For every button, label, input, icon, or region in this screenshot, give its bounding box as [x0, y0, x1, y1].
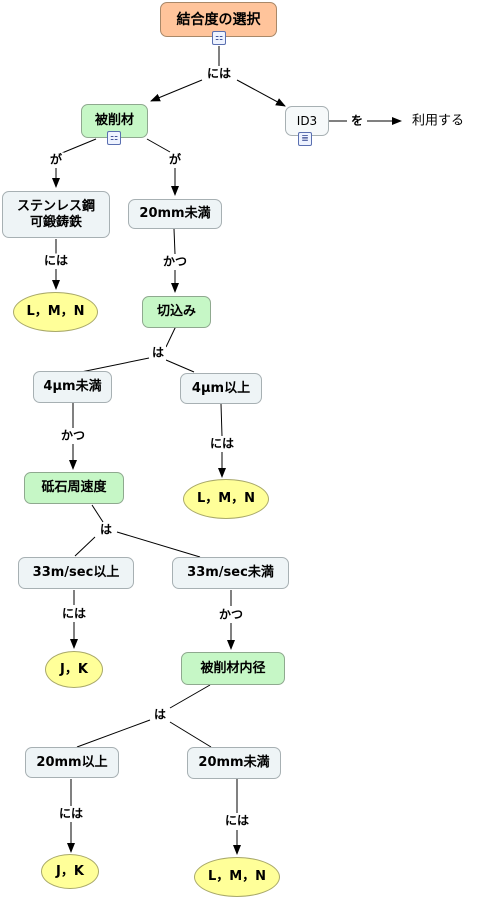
- link-label: には: [204, 66, 234, 82]
- node-20mm-over[interactable]: 20mm以上: [25, 747, 119, 778]
- node-20mm-under[interactable]: 20mm未満: [128, 199, 222, 229]
- node-4um-under[interactable]: 4μm未満: [33, 371, 112, 403]
- document-icon[interactable]: ≣: [298, 132, 312, 146]
- node-inner-diameter[interactable]: 被削材内径: [181, 652, 285, 685]
- hierarchy-icon[interactable]: ⚏: [212, 31, 226, 45]
- edge: [173, 228, 176, 255]
- node-20mm-under[interactable]: 20mm未満: [187, 747, 281, 779]
- edge: [220, 403, 223, 437]
- node-result-jk[interactable]: J，K: [45, 651, 103, 688]
- edge: [165, 359, 195, 373]
- link-label: かつ: [160, 254, 190, 270]
- link-label: には: [207, 436, 237, 452]
- hierarchy-icon[interactable]: ⚏: [107, 131, 121, 145]
- node-result-lmn[interactable]: L，M，N: [194, 857, 280, 897]
- node-depth-of-cut[interactable]: 切込み: [142, 296, 211, 328]
- link-label: かつ: [216, 607, 246, 623]
- edge: [80, 357, 150, 373]
- edge: [116, 531, 201, 558]
- link-label: には: [222, 813, 252, 829]
- edge: [74, 536, 96, 557]
- node-id3[interactable]: ID3: [285, 106, 329, 136]
- node-4um-over[interactable]: 4μm以上: [180, 373, 262, 404]
- link-label: は: [151, 707, 169, 723]
- edge: [236, 79, 286, 107]
- link-label: が: [47, 152, 65, 168]
- edge: [169, 721, 212, 748]
- link-label: は: [97, 522, 115, 538]
- link-label: には: [59, 606, 89, 622]
- node-33-under[interactable]: 33m/sec未満: [172, 557, 289, 589]
- link-label: には: [41, 253, 71, 269]
- use-text: 利用する: [412, 113, 465, 129]
- edge: [76, 719, 151, 748]
- node-result-lmn[interactable]: L，M，N: [183, 479, 269, 519]
- node-result-jk[interactable]: J，K: [41, 854, 99, 889]
- edge: [165, 325, 177, 348]
- edge: [169, 684, 211, 709]
- link-label: には: [56, 806, 86, 822]
- edge: [150, 79, 203, 102]
- node-work-material[interactable]: 被削材: [81, 104, 148, 138]
- node-wheel-speed[interactable]: 砥石周速度: [24, 472, 124, 504]
- link-label: を: [348, 113, 366, 129]
- node-stainless[interactable]: ステンレス鋼 可鍛鋳鉄: [2, 191, 110, 238]
- edge: [91, 504, 104, 523]
- link-label: かつ: [58, 428, 88, 444]
- link-label: が: [166, 152, 184, 168]
- edge: [61, 138, 97, 154]
- node-33-over[interactable]: 33m/sec以上: [18, 557, 134, 589]
- link-label: は: [149, 345, 167, 361]
- edge: [146, 138, 171, 153]
- node-result-lmn[interactable]: L，M，N: [13, 292, 98, 332]
